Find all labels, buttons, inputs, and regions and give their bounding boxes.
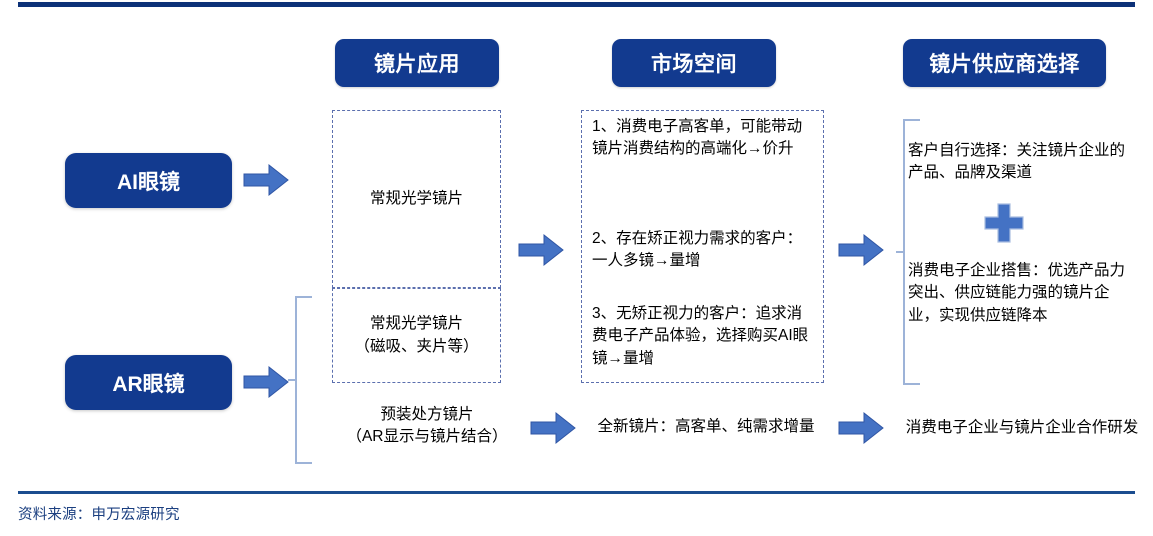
- source-box-ar-glasses-label: AR眼镜: [112, 372, 185, 396]
- column-header-market-space-label: 市场空间: [651, 53, 737, 76]
- arrow-ai-to-lens-icon: [243, 163, 289, 197]
- arrow-market-to-supplier-icon: [838, 233, 884, 267]
- supplier-item-joint-rd: 消费电子企业与镜片企业合作研发: [900, 399, 1144, 457]
- dashed-box-lens-application-regular: [332, 110, 501, 288]
- footer-divider-rule: [18, 491, 1135, 494]
- market-space-item-2-label: 2、存在矫正视力需求的客户：一人多镜→量增: [592, 230, 803, 270]
- lens-application-item-prescription: 预装处方镜片（AR显示与镜片结合）: [332, 395, 522, 457]
- arrow-lens-to-market-icon: [518, 233, 564, 267]
- column-header-lens-application-label: 镜片应用: [374, 53, 460, 76]
- column-header-supplier-selection: 镜片供应商选择: [903, 39, 1106, 87]
- lens-application-item-regular-label: 常规光学镜片: [369, 189, 463, 207]
- column-header-market-space: 市场空间: [612, 39, 776, 87]
- market-space-item-4-label: 全新镜片：高客单、纯需求增量: [597, 418, 815, 436]
- supplier-item-bundled-sales: 消费电子企业搭售：优选产品力突出、供应链能力强的镜片企业，实现供应链降本: [908, 260, 1138, 327]
- dashed-box-lens-application-clipon: [332, 288, 501, 383]
- column-header-supplier-selection-label: 镜片供应商选择: [929, 53, 1080, 76]
- supplier-item-customer-choice-label: 客户自行选择：关注镜片企业的产品、品牌及渠道: [908, 142, 1126, 182]
- source-box-ai-glasses-label: AI眼镜: [117, 170, 180, 194]
- lens-application-item-clipon-label: 常规光学镜片（磁吸、夹片等）: [354, 315, 479, 355]
- supplier-item-customer-choice: 客户自行选择：关注镜片企业的产品、品牌及渠道: [908, 140, 1138, 185]
- bracket-ar-to-lens-items: [288, 296, 312, 464]
- lens-application-item-regular: 常规光学镜片: [332, 110, 501, 288]
- bracket-supplier-group: [896, 119, 920, 385]
- arrow-ar-to-lens-icon: [243, 365, 289, 399]
- column-header-lens-application: 镜片应用: [335, 39, 499, 87]
- supplier-item-joint-rd-label: 消费电子企业与镜片企业合作研发: [905, 418, 1139, 436]
- market-space-item-3: 3、无矫正视力的客户：追求消费电子产品体验，选择购买AI眼镜→量增: [592, 303, 816, 370]
- supplier-item-bundled-sales-label: 消费电子企业搭售：优选产品力突出、供应链能力强的镜片企业，实现供应链降本: [908, 262, 1126, 324]
- top-divider-rule: [18, 2, 1135, 7]
- dashed-box-market-space: [581, 110, 824, 383]
- market-space-item-1: 1、消费电子高客单，可能带动镜片消费结构的高端化→价升: [592, 116, 816, 161]
- lens-application-item-clipon: 常规光学镜片（磁吸、夹片等）: [332, 288, 501, 383]
- arrow-market-to-supplier-bottom-icon: [838, 411, 884, 445]
- market-space-item-1-label: 1、消费电子高客单，可能带动镜片消费结构的高端化→价升: [592, 118, 803, 158]
- source-box-ar-glasses: AR眼镜: [65, 355, 232, 410]
- market-space-item-2: 2、存在矫正视力需求的客户：一人多镜→量增: [592, 228, 816, 273]
- plus-icon: [984, 203, 1024, 243]
- source-box-ai-glasses: AI眼镜: [65, 153, 232, 208]
- market-space-item-3-label: 3、无矫正视力的客户：追求消费电子产品体验，选择购买AI眼镜→量增: [592, 305, 809, 367]
- lens-application-item-prescription-label: 预装处方镜片（AR显示与镜片结合）: [346, 405, 508, 445]
- arrow-lens-to-market-bottom-icon: [530, 411, 576, 445]
- market-space-item-4: 全新镜片：高客单、纯需求增量: [586, 400, 826, 455]
- source-note: 资料来源：申万宏源研究: [18, 507, 180, 523]
